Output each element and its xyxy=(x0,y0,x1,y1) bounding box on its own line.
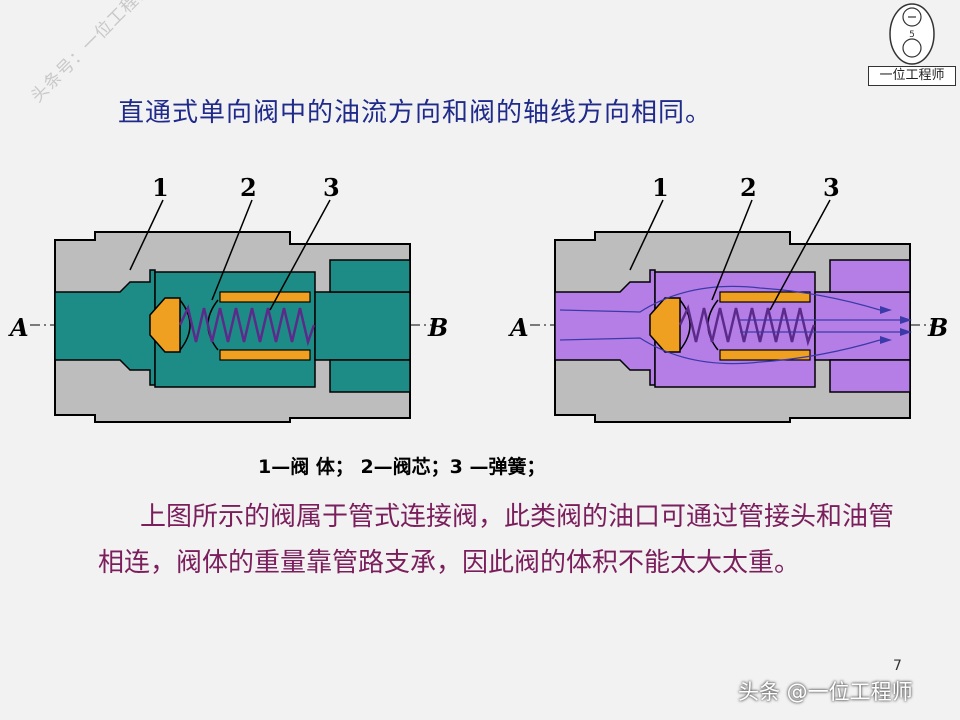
label-2: 2 xyxy=(240,173,257,202)
label-1: 1 xyxy=(152,173,169,202)
page-title: 直通式单向阀中的油流方向和阀的轴线方向相同。 xyxy=(118,98,713,128)
fluid-outlet xyxy=(814,291,911,361)
logo-caption: 一位工程师 xyxy=(868,66,956,86)
page-number: 7 xyxy=(893,658,902,674)
label-3: 3 xyxy=(323,173,340,202)
flow-arrows xyxy=(559,285,900,365)
svg-text:5: 5 xyxy=(909,30,915,40)
label-1: 1 xyxy=(652,173,669,202)
port-b: B xyxy=(927,313,948,342)
spool xyxy=(649,297,681,353)
port-a: A xyxy=(8,313,29,342)
legend: 1—阀 体； 2—阀芯；3 —弹簧； xyxy=(258,456,546,478)
description-paragraph: 上图所示的阀属于管式连接阀，此类阀的油口可通过管接头和油管相连，阀体的重量靠管路… xyxy=(98,502,895,578)
fluid-outlet xyxy=(314,291,411,361)
port-b: B xyxy=(427,313,448,342)
logo: 5 一位工程师 xyxy=(868,0,956,90)
logo-emblem-icon: 5 xyxy=(889,3,935,65)
spool xyxy=(149,297,181,353)
bottom-watermark: 头条 @一位工程师 xyxy=(738,680,913,704)
port-a: A xyxy=(508,313,529,342)
spring xyxy=(178,304,316,347)
check-valve-diagram-right: 1 2 3 A B xyxy=(508,173,948,423)
check-valve-diagram-left: 1 2 3 A B xyxy=(8,173,448,423)
label-3: 3 xyxy=(823,173,840,202)
spring xyxy=(678,304,816,347)
label-2: 2 xyxy=(740,173,757,202)
